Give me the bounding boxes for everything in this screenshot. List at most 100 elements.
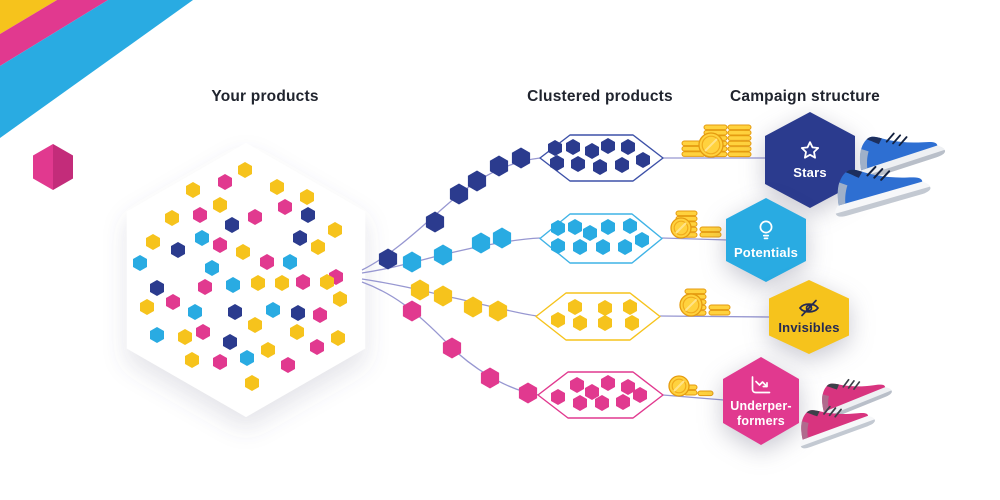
product-hexagon — [171, 242, 185, 258]
pod-hexagon-underperformers — [585, 384, 599, 400]
product-hexagon — [283, 254, 297, 270]
product-hexagon — [236, 244, 250, 260]
line-hexagon-underperformers — [480, 367, 500, 389]
pod-hexagon-underperformers — [573, 395, 587, 411]
campaign-hexagon-underperformers: Underper- formers — [723, 357, 799, 445]
declining-chart-icon — [749, 374, 773, 396]
pod-hexagon-invisibles — [551, 312, 565, 328]
pod-hexagon-potentials — [635, 232, 649, 248]
product-hexagon — [188, 304, 202, 320]
product-hexagon — [266, 302, 280, 318]
line-hexagon-underperformers — [518, 382, 538, 404]
pod-hexagon-potentials — [573, 239, 587, 255]
product-hexagon — [300, 189, 314, 205]
pod-hexagon-stars — [601, 138, 615, 154]
pod-hexagon-stars — [585, 143, 599, 159]
your-products-header: Your products — [211, 88, 319, 105]
product-hexagon — [213, 237, 227, 253]
product-hexagon — [331, 330, 345, 346]
product-hexagon — [150, 327, 164, 343]
product-hexagons — [133, 138, 650, 411]
product-hexagon — [310, 339, 324, 355]
star-icon — [798, 139, 822, 163]
product-hexagon — [213, 354, 227, 370]
product-hexagon — [248, 317, 262, 333]
product-hexagon — [218, 174, 232, 190]
line-hexagon-stars — [511, 147, 531, 169]
pod-hexagon-stars — [621, 139, 635, 155]
product-hexagon — [278, 199, 292, 215]
product-hexagon — [313, 307, 327, 323]
pod-hexagon-underperformers — [616, 394, 630, 410]
pod-hexagon-stars — [548, 140, 562, 156]
pod-hexagon-stars — [566, 139, 580, 155]
campaign-hexagon-invisibles: Invisibles — [769, 280, 849, 354]
pod-hexagon-stars — [593, 159, 607, 175]
line-hexagon-invisibles — [410, 279, 430, 301]
line-hexagon-stars — [425, 211, 445, 233]
corner-stripes — [0, 0, 193, 190]
product-hexagon — [178, 329, 192, 345]
lightbulb-icon — [756, 219, 776, 243]
product-hexagon — [333, 291, 347, 307]
product-hexagon — [248, 209, 262, 225]
pod-hexagon-potentials — [596, 239, 610, 255]
product-hexagon — [251, 275, 265, 291]
pod-hexagon-invisibles — [573, 315, 587, 331]
product-hexagon — [146, 234, 160, 250]
pod-hexagon-potentials — [601, 219, 615, 235]
product-hexagon — [238, 162, 252, 178]
product-hexagon — [293, 230, 307, 246]
product-hexagon — [225, 217, 239, 233]
line-hexagon-potentials — [433, 244, 453, 266]
pod-hexagon-underperformers — [633, 387, 647, 403]
pod-hexagon-stars — [571, 156, 585, 172]
pod-hexagon-potentials — [618, 239, 632, 255]
campaign-label-underperformers: Underper- formers — [730, 399, 792, 428]
pod-hexagon-underperformers — [601, 375, 615, 391]
campaign-label-stars: Stars — [793, 165, 827, 181]
pink-sneakers-image — [800, 378, 892, 449]
product-hexagon — [320, 274, 334, 290]
product-hexagon — [240, 350, 254, 366]
coin-pile-stars — [681, 124, 752, 158]
pod-hexagon-potentials — [551, 238, 565, 254]
product-hexagon — [291, 305, 305, 321]
campaign-structure-header: Campaign structure — [729, 88, 881, 105]
pod-hexagon-stars — [615, 157, 629, 173]
campaign-label-invisibles: Invisibles — [778, 320, 840, 336]
pod-hexagon-potentials — [623, 218, 637, 234]
product-hexagon — [150, 280, 164, 296]
product-hexagon — [165, 210, 179, 226]
product-hexagon — [261, 342, 275, 358]
product-hexagon — [275, 275, 289, 291]
coin-pile-potentials — [670, 210, 722, 239]
pod-hexagon-underperformers — [621, 379, 635, 395]
line-hexagon-stars — [467, 170, 487, 192]
budget-coins — [668, 124, 752, 397]
product-hexagon — [290, 324, 304, 340]
line-hexagon-potentials — [402, 251, 422, 273]
product-hexagon — [133, 255, 147, 271]
line-hexagon-underperformers — [402, 300, 422, 322]
product-hexagon — [301, 207, 315, 223]
floating-hexagon — [33, 144, 73, 190]
product-hexagon — [205, 260, 219, 276]
hidden-eye-icon — [797, 298, 821, 318]
line-hexagon-potentials — [471, 232, 491, 254]
pod-hexagon-invisibles — [568, 299, 582, 315]
product-hexagon — [270, 179, 284, 195]
pod-hexagon-stars — [636, 152, 650, 168]
line-hexagon-invisibles — [433, 285, 453, 307]
pod-hexagon-potentials — [583, 225, 597, 241]
product-hexagon — [228, 304, 242, 320]
product-hexagon — [245, 375, 259, 391]
campaign-hexagon-potentials: Potentials — [726, 198, 806, 282]
product-hexagon — [296, 274, 310, 290]
pod-hexagon-stars — [550, 155, 564, 171]
pod-hexagon-underperformers — [595, 395, 609, 411]
pod-hexagon-underperformers — [551, 389, 565, 405]
campaign-label-potentials: Potentials — [733, 245, 799, 261]
